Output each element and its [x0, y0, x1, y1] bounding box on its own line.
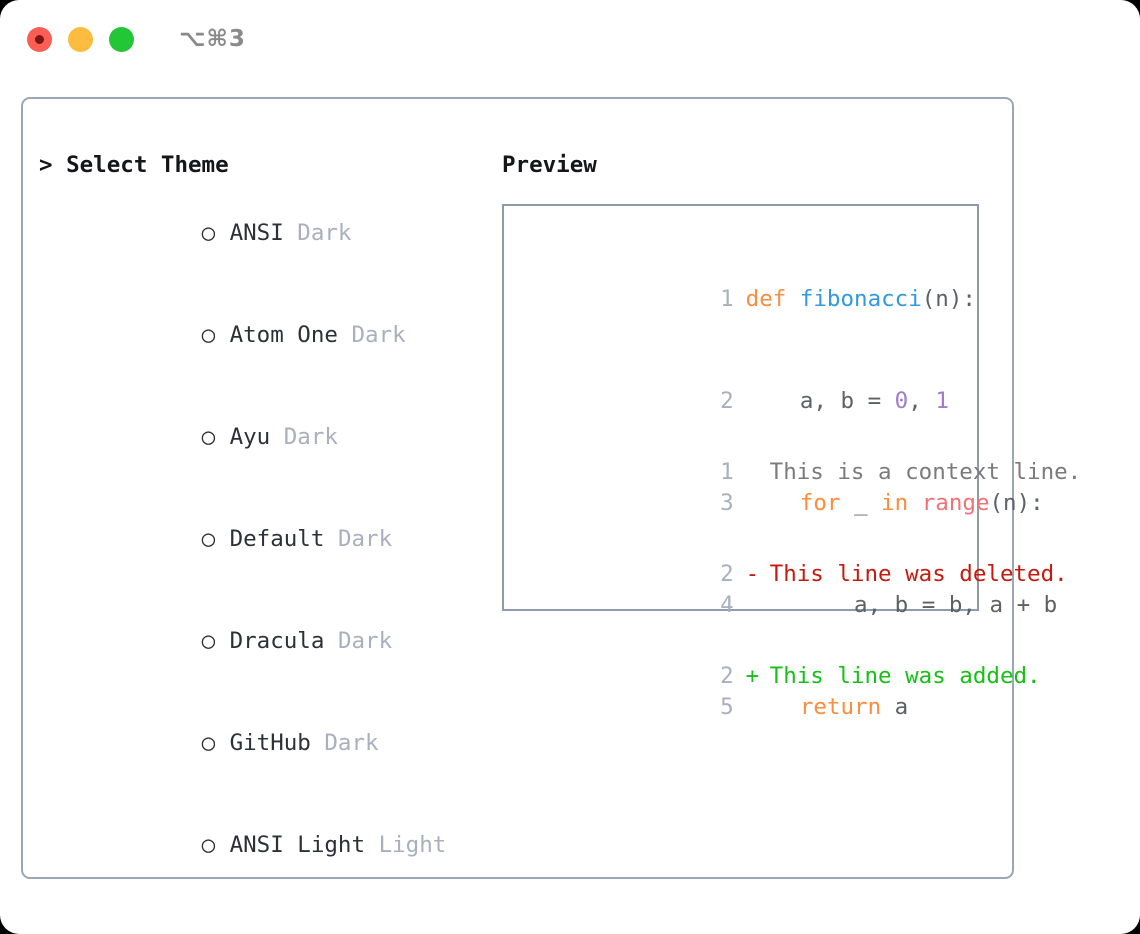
- theme-category: [365, 832, 379, 858]
- diff-marker: [746, 455, 770, 489]
- code-token: in: [881, 490, 909, 516]
- code-token: (n):: [921, 286, 976, 312]
- theme-category: [338, 322, 352, 348]
- theme-category: [284, 220, 298, 246]
- code-token: ,: [908, 388, 936, 414]
- maximize-button[interactable]: [109, 26, 134, 52]
- theme-list-item[interactable]: ○ Default Dark: [39, 488, 469, 590]
- diff-line-deleted: 2-This line was deleted.: [514, 523, 1068, 625]
- theme-category-label: Dark: [351, 322, 406, 348]
- line-number: 5: [720, 694, 734, 720]
- theme-name: ANSI: [229, 220, 284, 246]
- code-token: 1: [935, 388, 949, 414]
- theme-category-label: Dark: [337, 628, 393, 654]
- code-token: for: [799, 490, 841, 516]
- theme-list-item[interactable]: ○ GitHub Dark: [39, 692, 469, 794]
- code-token: a, b =: [745, 388, 895, 414]
- close-indicator-dot: [35, 34, 44, 44]
- radio-icon: ○: [201, 730, 216, 756]
- radio-icon: ○: [201, 526, 216, 552]
- radio-icon: ○: [201, 424, 216, 450]
- radio-icon: ○: [201, 832, 216, 858]
- theme-category: [324, 628, 338, 654]
- radio-icon: ○: [201, 220, 216, 246]
- diff-sample: 1 This is a context line. 2-This line wa…: [514, 421, 1081, 727]
- theme-list-item[interactable]: ○ Ayu Dark: [39, 386, 469, 488]
- close-button[interactable]: [27, 26, 52, 52]
- diff-line-context: 1 This is a context line.: [514, 421, 1081, 523]
- traffic-lights: [27, 26, 134, 52]
- theme-list-item[interactable]: ○ ANSI Light Light: [39, 794, 469, 896]
- code-token: fibonacci: [799, 286, 922, 312]
- main-panel: > Select Theme ○ ANSI Dark ○ Atom One Dark…: [21, 97, 1081, 879]
- theme-category-label: Dark: [324, 730, 379, 756]
- code-line: 2 a, b = 0, 1: [514, 350, 971, 452]
- theme-selector-column: > Select Theme ○ ANSI Dark ○ Atom One Dark…: [39, 148, 469, 934]
- code-text: def fibonacci(n):: [746, 286, 976, 312]
- diff-marker: +: [745, 663, 760, 689]
- line-number: 2: [720, 561, 734, 587]
- code-token: return: [799, 694, 882, 720]
- theme-name: Atom One: [229, 322, 338, 348]
- code-text: a, b = 0, 1: [746, 388, 949, 414]
- theme-category: [270, 424, 284, 450]
- panel-columns: > Select Theme ○ ANSI Dark ○ Atom One Dark…: [23, 99, 1081, 877]
- theme-list-item[interactable]: ○ ANSI Dark: [39, 182, 469, 284]
- line-number: 4: [720, 592, 734, 618]
- line-number: 2: [720, 388, 734, 414]
- theme-name: GitHub: [229, 730, 311, 756]
- theme-category-label: Dark: [283, 424, 338, 450]
- theme-name: Default: [229, 526, 325, 552]
- code-text: a, b = b, a + b: [745, 592, 1058, 618]
- line-number: 2: [720, 663, 734, 689]
- theme-category: [324, 526, 338, 552]
- line-number: 3: [720, 490, 734, 516]
- code-token: (n):: [989, 490, 1044, 516]
- diff-line-added: 2 + This line was added.: [514, 625, 1040, 727]
- theme-name: Ayu: [229, 424, 271, 450]
- code-token: a: [881, 694, 909, 720]
- theme-category-label: Dark: [337, 526, 393, 552]
- code-token: a, b = b, a + b: [745, 592, 1058, 618]
- code-text: for _ in range(n):: [746, 490, 1044, 516]
- diff-marker: -: [745, 561, 760, 587]
- code-line: 1 def fibonacci(n):: [514, 248, 976, 350]
- theme-list: ○ ANSI Dark ○ Atom One Dark ○ Ayu Dark ○ Def…: [39, 182, 469, 934]
- theme-list-item-selected[interactable]: ●Ayu Light Light: [39, 896, 469, 934]
- title-bar: ⌥⌘3: [0, 0, 1140, 78]
- code-token: def: [745, 286, 800, 312]
- code-line: 5 return a: [514, 656, 971, 758]
- diff-text: This line was added.: [769, 663, 1041, 689]
- radio-selected-icon: ●: [202, 930, 230, 934]
- code-text: return a: [746, 694, 909, 720]
- diff-text: This is a context line.: [769, 459, 1082, 485]
- select-theme-header: > Select Theme: [39, 152, 229, 178]
- code-token: _: [840, 490, 882, 516]
- line-number: 1: [720, 286, 734, 312]
- theme-category-label: Dark: [297, 220, 352, 246]
- preview-title: Preview: [502, 152, 597, 178]
- code-line: 4 a, b = b, a + b: [514, 554, 1057, 656]
- diff-text: This line was deleted.: [769, 561, 1068, 587]
- theme-list-item[interactable]: ○ Atom One Dark: [39, 284, 469, 386]
- theme-category: [311, 730, 325, 756]
- theme-list-item[interactable]: ○ Dracula Dark: [39, 590, 469, 692]
- minimize-button[interactable]: [68, 26, 93, 52]
- theme-category-label: Light: [378, 832, 447, 858]
- code-line: 3 for _ in range(n):: [514, 452, 1044, 554]
- code-token: range: [921, 490, 990, 516]
- radio-icon: ○: [201, 628, 216, 654]
- line-number: 1: [720, 459, 734, 485]
- theme-name: ANSI Light: [229, 832, 366, 858]
- theme-name: Dracula: [229, 628, 325, 654]
- radio-icon: ○: [201, 322, 216, 348]
- code-token: 0: [894, 388, 909, 414]
- keyboard-shortcut-label: ⌥⌘3: [179, 26, 246, 52]
